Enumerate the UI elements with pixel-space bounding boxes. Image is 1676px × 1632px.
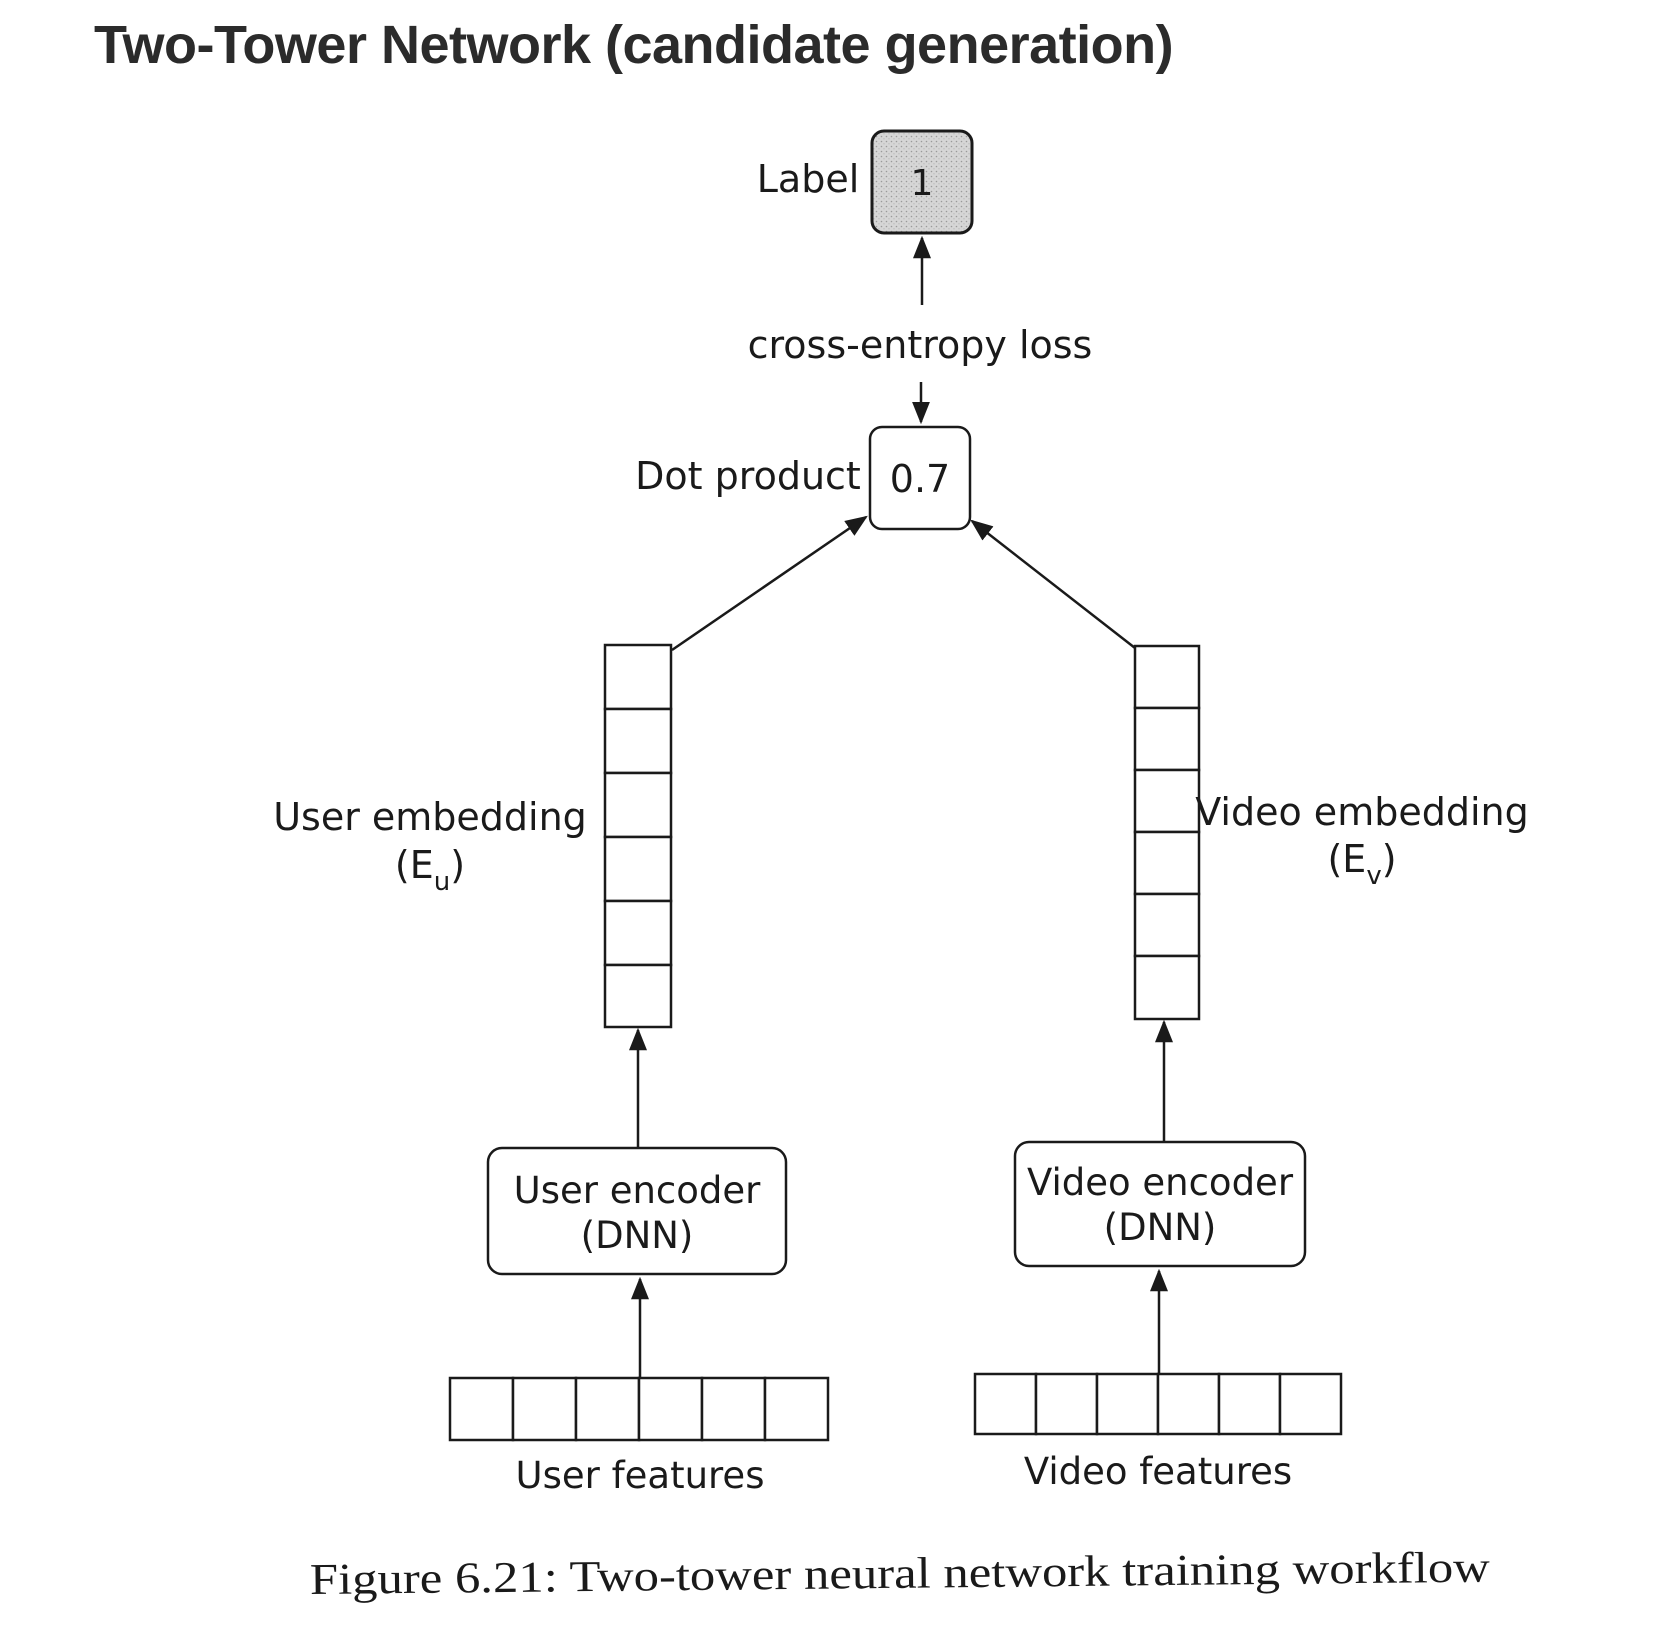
video-embedding-vector: [1133, 644, 1201, 1021]
dot-product-box: [868, 425, 972, 531]
loss-text: cross-entropy loss: [748, 323, 1093, 367]
arrow-video-embedding-to-dot: [970, 519, 1136, 649]
user-embedding-label: User embedding: [273, 795, 587, 839]
label-text: Label: [757, 157, 860, 201]
dot-product-value: 0.7: [890, 457, 950, 501]
video-encoder-subtitle: (DNN): [1104, 1206, 1217, 1249]
video-features-vector: [973, 1372, 1343, 1436]
video-encoder-title: Video encoder: [1027, 1161, 1294, 1204]
label-box: [870, 129, 974, 235]
figure-caption: Figure 6.21: Two-tower neural network tr…: [310, 1543, 1491, 1604]
dot-product-text: Dot product: [635, 454, 861, 498]
user-embedding-vector: [603, 643, 673, 1029]
user-features-vector: [448, 1376, 830, 1442]
label-value: 1: [911, 163, 934, 204]
video-features-label: Video features: [1024, 1450, 1292, 1493]
user-embedding-symbol: (Eu): [395, 843, 465, 897]
user-encoder-box: [486, 1146, 788, 1276]
page-title: Two-Tower Network (candidate generation): [94, 15, 1174, 75]
arrow-user-embedding-to-dot: [671, 515, 868, 652]
video-embedding-label: Video embedding: [1195, 790, 1528, 834]
user-encoder-subtitle: (DNN): [581, 1214, 694, 1257]
video-encoder-box: [1013, 1140, 1307, 1268]
user-encoder-title: User encoder: [514, 1169, 762, 1212]
video-embedding-symbol: (Ev): [1327, 837, 1396, 891]
user-features-label: User features: [516, 1454, 765, 1497]
